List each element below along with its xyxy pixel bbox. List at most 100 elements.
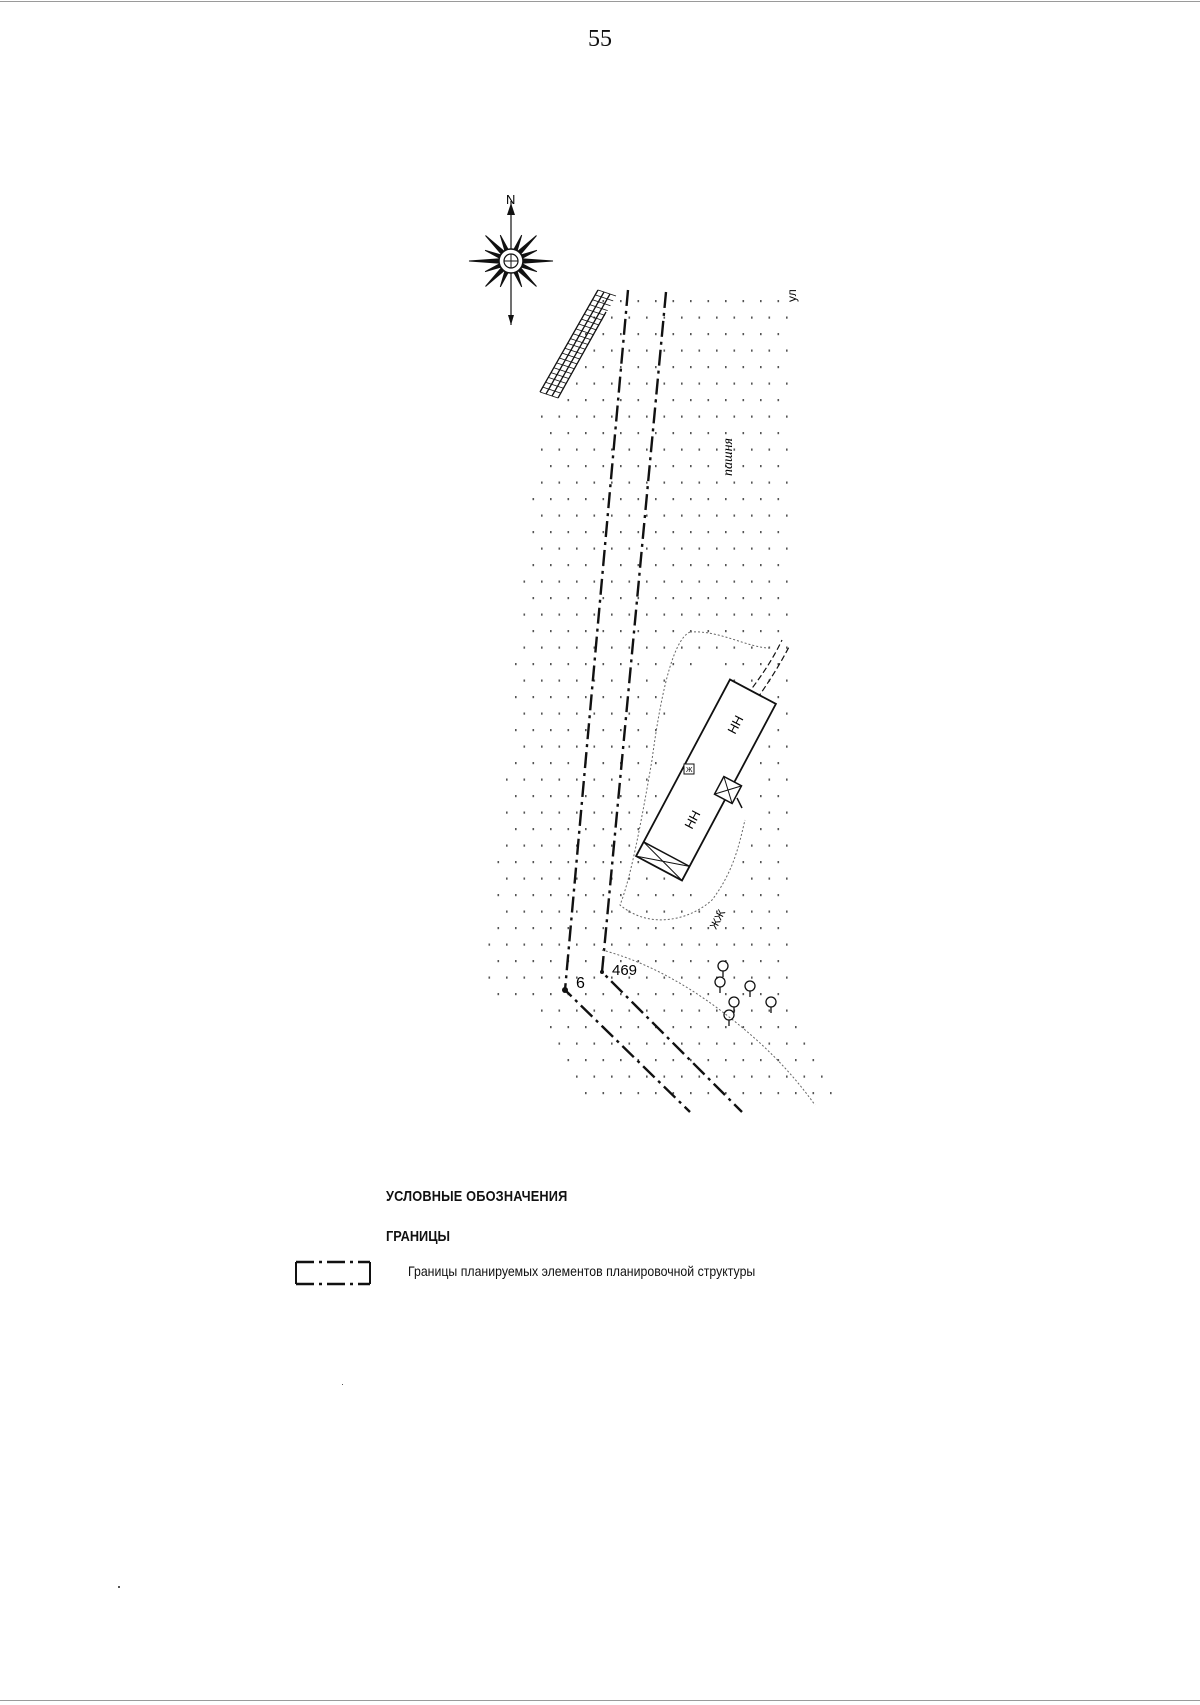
meadow-dot (567, 729, 570, 732)
meadow-dot (637, 960, 640, 963)
meadow-dot (637, 498, 640, 501)
meadow-dot (663, 646, 666, 649)
meadow-dot (550, 729, 552, 732)
boundary-line-right (600, 291, 743, 1113)
meadow-dot (620, 498, 622, 501)
meadow-dot (620, 564, 622, 567)
meadow-dot (698, 547, 701, 550)
meadow-dot (698, 910, 701, 913)
meadow-dot (707, 1026, 710, 1029)
meadow-dot (611, 646, 613, 649)
meadow-dot (672, 333, 675, 336)
meadow-dot (751, 349, 753, 352)
meadow-dot (602, 861, 605, 864)
meadow-dot (742, 564, 745, 567)
meadow-dot (541, 613, 543, 616)
meadow-dot (515, 762, 517, 765)
meadow-dot (786, 910, 788, 913)
meadow-dot (768, 580, 771, 583)
meadow-dot (611, 514, 613, 517)
meadow-dot (786, 349, 788, 352)
meadow-dot (803, 1075, 806, 1078)
meadow-dot (681, 613, 683, 616)
meadow-dot (777, 729, 780, 732)
meadow-dot (637, 795, 640, 798)
meadow-dot (620, 399, 622, 402)
meadow-dot (637, 366, 640, 369)
meadow-dot (768, 448, 771, 451)
meadow-dot (672, 564, 675, 567)
meadow-dot (497, 993, 500, 996)
meadow-dot (628, 1042, 631, 1045)
meadow-dot (663, 547, 666, 550)
meadow-dot (760, 1092, 762, 1095)
meadow-dot (768, 316, 771, 319)
meadow-dot (541, 778, 543, 781)
meadow-dot (663, 613, 666, 616)
meadow-dot (742, 300, 745, 303)
meadow-dot (663, 514, 666, 517)
meadow-dot (523, 613, 526, 616)
rail-tick (584, 313, 603, 321)
meadow-dot (716, 481, 718, 484)
meadow-dot (655, 1092, 657, 1095)
meadow-dot (585, 1026, 587, 1029)
meadow-dot (646, 712, 648, 715)
meadow-dot (777, 531, 780, 534)
legend-item: Границы планируемых элементов планировоч… (292, 1258, 892, 1288)
meadow-dot (725, 333, 727, 336)
meadow-dot (576, 448, 578, 451)
meadow-dot (576, 514, 578, 517)
meadow-dot (567, 432, 570, 435)
meadow-dot (663, 910, 666, 913)
meadow-dot (716, 514, 718, 517)
meadow-dot (523, 910, 526, 913)
meadow-dot (515, 795, 517, 798)
meadow-dot (576, 745, 578, 748)
meadow-dot (637, 399, 640, 402)
meadow-dot (795, 1026, 797, 1029)
meadow-dot (830, 1092, 832, 1095)
meadow-dot (558, 679, 561, 682)
meadow-dot (637, 663, 640, 666)
meadow-dot (760, 630, 762, 633)
meadow-dot (655, 762, 657, 765)
meadow-dot (515, 894, 517, 897)
meadow-dot (716, 547, 718, 550)
meadow-dot (768, 943, 771, 946)
tree-icon (717, 960, 729, 977)
meadow-dot (593, 514, 596, 517)
meadow-dot (725, 498, 727, 501)
meadow-dot (602, 795, 605, 798)
meadow-dot (733, 910, 736, 913)
meadow-dot (550, 861, 552, 864)
meadow-dot (523, 811, 526, 814)
rail-tick (564, 347, 584, 355)
meadow-dot (620, 795, 622, 798)
meadow-dot (593, 679, 596, 682)
meadow-dot (523, 580, 526, 583)
rail-tick (542, 386, 561, 394)
meadow-dot (768, 844, 771, 847)
rail-tick (592, 299, 611, 307)
meadow-dot (550, 993, 552, 996)
meadow-dot (690, 531, 692, 534)
meadow-dot (646, 514, 648, 517)
meadow-dot (576, 382, 578, 385)
meadow-dot (672, 1026, 675, 1029)
meadow-dot (637, 432, 640, 435)
meadow-dot (515, 861, 517, 864)
meadow-dot (637, 762, 640, 765)
meadow-dot (558, 778, 561, 781)
meadow-dot (541, 514, 543, 517)
meadow-dot (567, 531, 570, 534)
meadow-dot (506, 877, 508, 880)
meadow-dot (646, 811, 648, 814)
meadow-dot (637, 597, 640, 600)
meadow-dot (515, 729, 517, 732)
meadow-dot (558, 811, 561, 814)
meadow-dot (777, 894, 780, 897)
meadow-dot (707, 432, 710, 435)
meadow-dot (690, 399, 692, 402)
meadow-dot (812, 1092, 815, 1095)
